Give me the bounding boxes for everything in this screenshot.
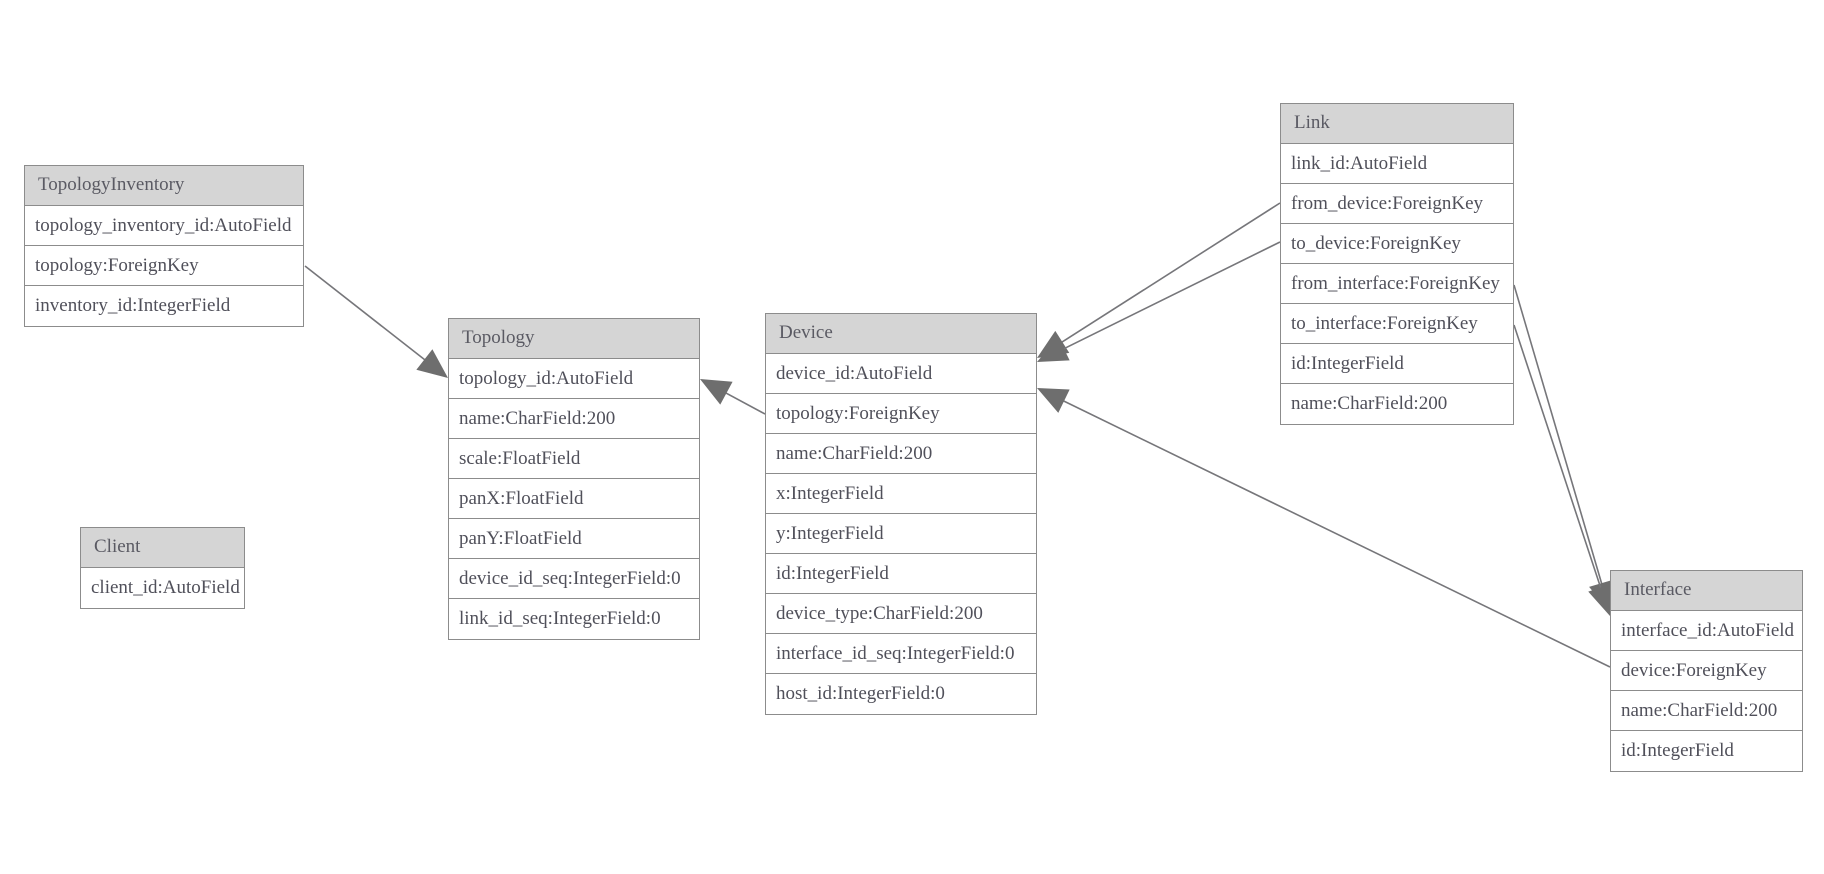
relation-line — [1049, 393, 1611, 668]
field-row: id:IntegerField — [766, 554, 1036, 594]
entity-title-topology: Topology — [449, 319, 699, 359]
relation-line — [1048, 202, 1281, 351]
field-row: name:CharField:200 — [449, 399, 699, 439]
field-row: link_id_seq:IntegerField:0 — [459, 608, 661, 629]
relation-line — [1513, 324, 1607, 603]
field-row: interface_id:AutoField — [1611, 611, 1802, 651]
field-row: client_id:AutoField — [91, 577, 240, 598]
relation-link-from-interface — [1513, 284, 1615, 612]
field-row: to_device:ForeignKey — [1281, 224, 1513, 264]
relation-line — [712, 385, 766, 415]
field-row: device_id:AutoField — [766, 354, 1036, 394]
field-row: link_id:AutoField — [1281, 144, 1513, 184]
relation-arrowhead — [1037, 388, 1070, 413]
field-row: scale:FloatField — [449, 439, 699, 479]
relation-arrowhead — [700, 379, 733, 405]
field-row: name:CharField:200 — [1611, 691, 1802, 731]
field-row: id:IntegerField — [1621, 740, 1734, 761]
relation-link-to-device — [1037, 241, 1281, 362]
field-row: topology:ForeignKey — [766, 394, 1036, 434]
relation-link-to-interface — [1513, 324, 1613, 616]
relation-topologyinventory-topology — [304, 265, 448, 378]
relation-arrowhead — [416, 349, 448, 378]
entity-title-client: Client — [81, 528, 244, 568]
relation-interface-device — [1037, 388, 1611, 668]
field-row: inventory_id:IntegerField — [35, 295, 231, 316]
relation-line — [1049, 241, 1281, 357]
entity-title-device: Device — [766, 314, 1036, 354]
field-row: name:CharField:200 — [766, 434, 1036, 474]
field-row: device_id_seq:IntegerField:0 — [449, 559, 699, 599]
field-row: device:ForeignKey — [1611, 651, 1802, 691]
field-row: topology_inventory_id:AutoField — [25, 206, 303, 246]
relation-arrowhead — [1037, 330, 1070, 358]
field-row: y:IntegerField — [766, 514, 1036, 554]
field-row: id:IntegerField — [1281, 344, 1513, 384]
field-row: x:IntegerField — [766, 474, 1036, 514]
entity-title-interface: Interface — [1611, 571, 1802, 611]
field-row: host_id:IntegerField:0 — [776, 683, 945, 704]
field-row: to_interface:ForeignKey — [1281, 304, 1513, 344]
entity-fields-client: client_id:AutoField — [81, 568, 244, 608]
relation-line — [304, 265, 438, 370]
entity-title-topologyinventory: TopologyInventory — [25, 166, 303, 206]
field-row: from_device:ForeignKey — [1281, 184, 1513, 224]
relation-line — [1513, 284, 1607, 599]
relation-arrowhead — [1037, 337, 1070, 362]
field-row: panX:FloatField — [449, 479, 699, 519]
relation-link-from-device — [1037, 202, 1281, 358]
relation-device-topology — [700, 379, 766, 415]
field-row: topology:ForeignKey — [25, 246, 303, 286]
field-row: interface_id_seq:IntegerField:0 — [766, 634, 1036, 674]
field-row: topology_id:AutoField — [449, 359, 699, 399]
entity-client[interactable]: Client client_id:AutoField — [80, 527, 245, 609]
field-row: panY:FloatField — [449, 519, 699, 559]
field-row: from_interface:ForeignKey — [1281, 264, 1513, 304]
field-row: name:CharField:200 — [1291, 393, 1448, 414]
field-row: device_type:CharField:200 — [766, 594, 1036, 634]
entity-title-link: Link — [1281, 104, 1513, 144]
